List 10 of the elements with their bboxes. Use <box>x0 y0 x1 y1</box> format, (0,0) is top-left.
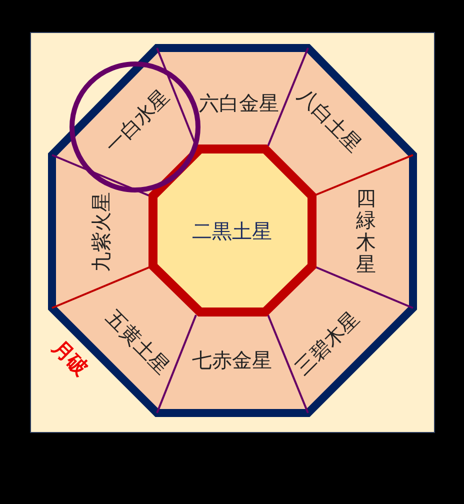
star-label: 三碧木星 <box>290 306 364 380</box>
star-label: 五黄土星 <box>102 306 174 378</box>
star-label: 一白水星 <box>100 84 174 158</box>
star-label: 四緑木星 <box>356 187 376 275</box>
star-label: 二黒土星 <box>192 220 272 242</box>
star-label: 七赤金星 <box>192 349 272 371</box>
star-label: 九紫火星 <box>90 192 112 272</box>
note-label: 月破 <box>46 334 94 382</box>
star-label: 六白金星 <box>199 92 279 114</box>
star-label: 八白土星 <box>294 84 366 156</box>
